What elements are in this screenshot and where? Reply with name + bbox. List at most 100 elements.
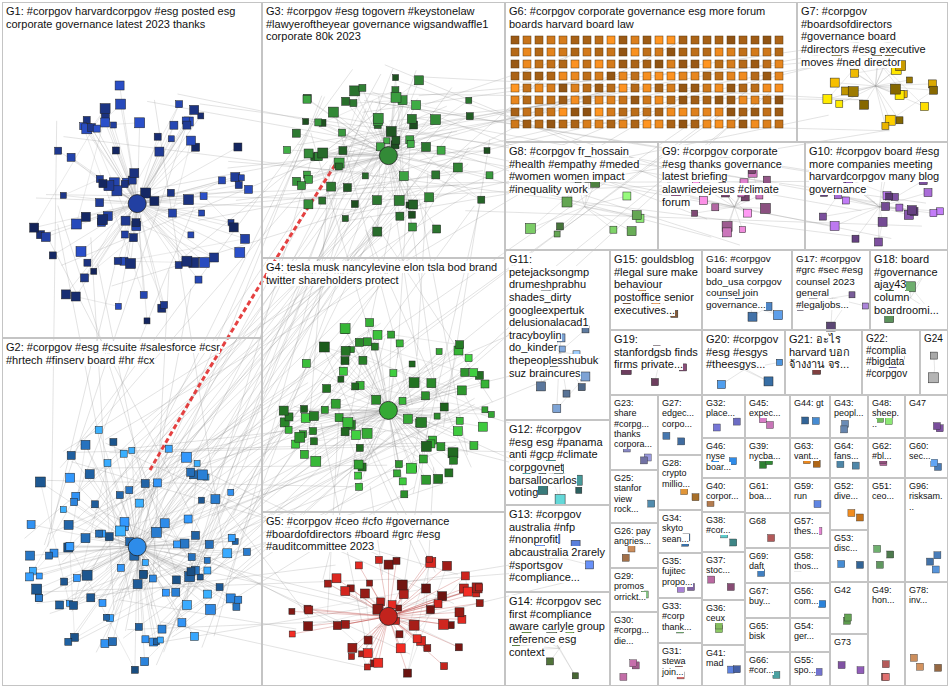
vertex-icon (412, 101, 421, 110)
vertex-icon (641, 457, 648, 464)
vertex-icon (763, 36, 771, 44)
vertex-icon (651, 379, 658, 386)
vertex-icon (631, 120, 639, 128)
network-link (426, 467, 434, 616)
network-link (823, 207, 880, 217)
vertex-icon (425, 193, 434, 202)
network-link (137, 547, 187, 605)
vertex-icon (363, 649, 372, 658)
group-label: G48: sheep... (872, 398, 899, 429)
vertex-icon (453, 163, 462, 172)
vertex-icon (130, 169, 139, 178)
group-label: G78: inv... (909, 585, 929, 605)
group-label: G3: #corpgov #esg togovern #keystonelaw … (266, 5, 488, 42)
network-link (204, 196, 246, 239)
vertex-icon (310, 412, 319, 421)
vertex-icon (478, 422, 487, 431)
vertex-icon (559, 346, 565, 352)
vertex-icon (571, 60, 579, 68)
network-link (137, 125, 187, 204)
group-box: G11: petejacksongmp drumeshprabhu shades… (505, 250, 610, 420)
vertex-icon (403, 414, 412, 423)
vertex-icon (301, 406, 308, 413)
group-box: G16: #corpgov board survey bdo_usa corpg… (702, 250, 792, 330)
vertex-icon (292, 129, 300, 137)
vertex-icon (876, 561, 883, 568)
network-link (388, 384, 485, 410)
vertex-icon (409, 223, 417, 231)
vertex-icon (751, 96, 759, 104)
vertex-icon (243, 549, 250, 556)
vertex-icon (643, 96, 651, 104)
network-link (70, 445, 86, 547)
group-label: G59: run (794, 481, 814, 501)
group-box: G49: hon... (868, 582, 905, 686)
group-box: G30: #corpg... die... (610, 612, 658, 686)
vertex-icon (526, 223, 536, 233)
vertex-icon (136, 499, 144, 507)
vertex-icon (751, 60, 759, 68)
group-label: G58: thos... (794, 551, 819, 571)
vertex-icon (141, 658, 149, 666)
vertex-icon (406, 463, 416, 473)
vertex-icon (399, 590, 408, 599)
vertex-icon (586, 561, 594, 569)
vertex-icon (101, 118, 110, 127)
vertex-icon (838, 561, 845, 568)
group-label: G34: skyto sean... (662, 513, 689, 544)
vertex-icon (751, 108, 759, 116)
vertex-icon (81, 440, 90, 449)
network-link (165, 374, 518, 459)
network-link (47, 480, 360, 487)
vertex-icon (535, 60, 543, 68)
network-link (304, 410, 388, 454)
vertex-icon (289, 631, 295, 637)
vertex-icon (76, 247, 86, 257)
vertex-icon (133, 580, 142, 589)
vertex-icon (667, 36, 675, 44)
vertex-icon (571, 84, 579, 92)
network-link (183, 390, 328, 493)
vertex-icon (667, 108, 675, 116)
network-link (68, 547, 137, 642)
network-link (337, 626, 378, 663)
network-link (323, 153, 389, 156)
network-link (375, 347, 465, 373)
network-link (365, 594, 421, 641)
vertex-icon (691, 72, 699, 80)
vertex-icon (667, 48, 675, 56)
vertex-icon (607, 72, 615, 80)
network-link (125, 184, 187, 261)
network-link (40, 482, 137, 547)
network-link (137, 204, 194, 263)
vertex-icon (176, 101, 183, 108)
network-link (388, 390, 461, 410)
vertex-icon (583, 84, 591, 92)
vertex-icon (739, 72, 747, 80)
vertex-icon (932, 566, 939, 573)
vertex-icon (607, 36, 615, 44)
vertex-icon (303, 94, 311, 102)
network-link (135, 547, 137, 670)
group-label: G22: #complia #bigdata #corpgov (866, 333, 907, 379)
vertex-icon (223, 549, 232, 558)
vertex-icon (655, 72, 663, 80)
network-link (132, 451, 208, 595)
group-box: G55: spo... (790, 652, 830, 686)
vertex-icon (120, 450, 127, 457)
group-box: G25: stanfor view rock... (610, 470, 658, 523)
network-link (388, 100, 468, 155)
network-link (846, 201, 880, 207)
vertex-icon (643, 48, 651, 56)
vertex-icon (535, 96, 543, 104)
vertex-icon (607, 120, 615, 128)
group-label: G40: corpor... (706, 481, 739, 501)
vertex-icon (655, 120, 663, 128)
vertex-icon (60, 192, 66, 198)
network-link (377, 156, 388, 232)
vertex-icon (712, 204, 719, 211)
vertex-icon (234, 143, 242, 151)
vertex-icon (67, 153, 75, 161)
vertex-icon (359, 84, 366, 91)
network-link (137, 492, 231, 547)
